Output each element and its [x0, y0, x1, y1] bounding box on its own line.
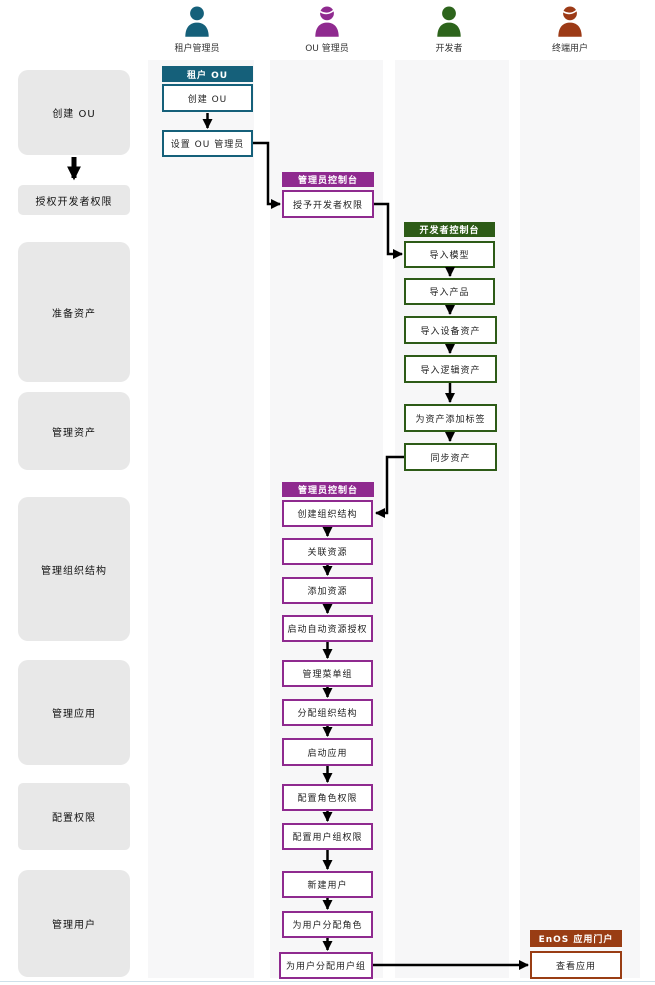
phase-prepare-assets: 准备资产 — [18, 242, 130, 382]
flow-box-import-model: 导入模型 — [404, 241, 495, 268]
actor-developer: 开发者 — [404, 6, 494, 54]
lane-tenant-admin — [148, 60, 254, 978]
lane-developer — [395, 60, 509, 978]
person-icon — [437, 6, 461, 37]
actor-label: 租户管理员 — [174, 44, 220, 54]
flow-box-assign-org-structure: 分配组织结构 — [282, 699, 373, 726]
group-header-enos-portal: EnOS 应用门户 — [530, 930, 622, 947]
person-icon — [558, 6, 582, 37]
flow-box-link-resources: 关联资源 — [282, 538, 373, 565]
group-header-admin-console-main: 管理员控制台 — [282, 482, 374, 497]
lane-end-user — [520, 60, 640, 978]
flow-box-view-app: 查看应用 — [530, 951, 622, 979]
flow-box-grant-developer-permission: 授予开发者权限 — [282, 190, 374, 218]
flow-box-import-device-assets: 导入设备资产 — [404, 316, 497, 344]
flow-box-enable-auto-resource-auth: 启动自动资源授权 — [282, 615, 373, 642]
flow-box-assign-user-roles: 为用户分配角色 — [282, 911, 373, 938]
phase-manage-apps: 管理应用 — [18, 660, 130, 765]
phase-create-ou: 创建 OU — [18, 70, 130, 155]
actor-label: 开发者 — [435, 44, 463, 54]
flow-box-assign-user-groups: 为用户分配用户组 — [279, 952, 373, 979]
actor-tenant-admin: 租户管理员 — [152, 6, 242, 54]
actor-label: OU 管理员 — [305, 44, 349, 54]
flow-box-launch-app: 启动应用 — [282, 738, 373, 766]
phase-manage-assets: 管理资产 — [18, 392, 130, 470]
phase-manage-users: 管理用户 — [18, 870, 130, 977]
flow-box-import-product: 导入产品 — [404, 278, 495, 305]
actor-end-user: 终端用户 — [525, 6, 615, 54]
group-header-tenant-ou: 租户 OU — [162, 66, 253, 82]
phase-config-permissions: 配置权限 — [18, 783, 130, 850]
group-header-admin-console-top: 管理员控制台 — [282, 172, 374, 187]
flow-box-create-ou: 创建 OU — [162, 84, 253, 112]
flow-box-config-role-permissions: 配置角色权限 — [282, 784, 373, 811]
actor-ou-admin: OU 管理员 — [282, 6, 372, 54]
flow-box-sync-assets: 同步资产 — [404, 443, 497, 471]
flow-box-create-user: 新建用户 — [282, 871, 373, 898]
flow-box-create-org-structure: 创建组织结构 — [282, 500, 373, 527]
flow-box-import-logical-assets: 导入逻辑资产 — [404, 355, 497, 383]
flow-box-add-resources: 添加资源 — [282, 577, 373, 604]
person-icon — [315, 6, 339, 37]
flow-box-add-asset-tags: 为资产添加标签 — [404, 404, 497, 432]
group-header-dev-console: 开发者控制台 — [404, 222, 495, 237]
person-icon — [185, 6, 209, 37]
flow-box-manage-menu-groups: 管理菜单组 — [282, 660, 373, 687]
flow-box-set-ou-admin: 设置 OU 管理员 — [162, 130, 253, 157]
actor-label: 终端用户 — [551, 44, 588, 54]
phase-grant-developer-permission: 授权开发者权限 — [18, 185, 130, 215]
phase-manage-org-structure: 管理组织结构 — [18, 497, 130, 641]
flow-box-config-user-group-permissions: 配置用户组权限 — [282, 823, 373, 850]
page-bottom-divider — [0, 981, 655, 982]
